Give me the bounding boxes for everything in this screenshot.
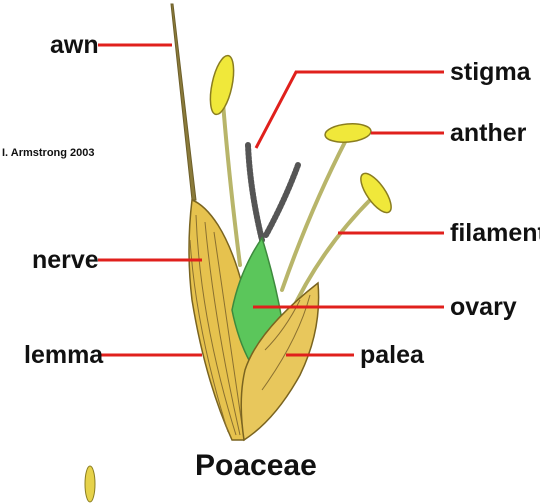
filament-label: filament xyxy=(450,219,540,247)
awn-shape xyxy=(171,4,196,200)
palea-label: palea xyxy=(360,341,425,369)
lemma-label: lemma xyxy=(24,341,104,369)
stub-shape xyxy=(85,466,95,502)
credit-text: I. Armstrong 2003 xyxy=(2,147,95,159)
anther-shape xyxy=(206,54,397,217)
anther-label: anther xyxy=(450,119,527,147)
family-title: Poaceae xyxy=(195,449,317,482)
nerve-label: nerve xyxy=(32,246,99,274)
stigma-label: stigma xyxy=(450,58,532,86)
awn-label: awn xyxy=(50,31,99,59)
ovary-label: ovary xyxy=(450,293,517,321)
stigma-shape xyxy=(248,145,298,240)
leader-lines xyxy=(98,45,444,355)
